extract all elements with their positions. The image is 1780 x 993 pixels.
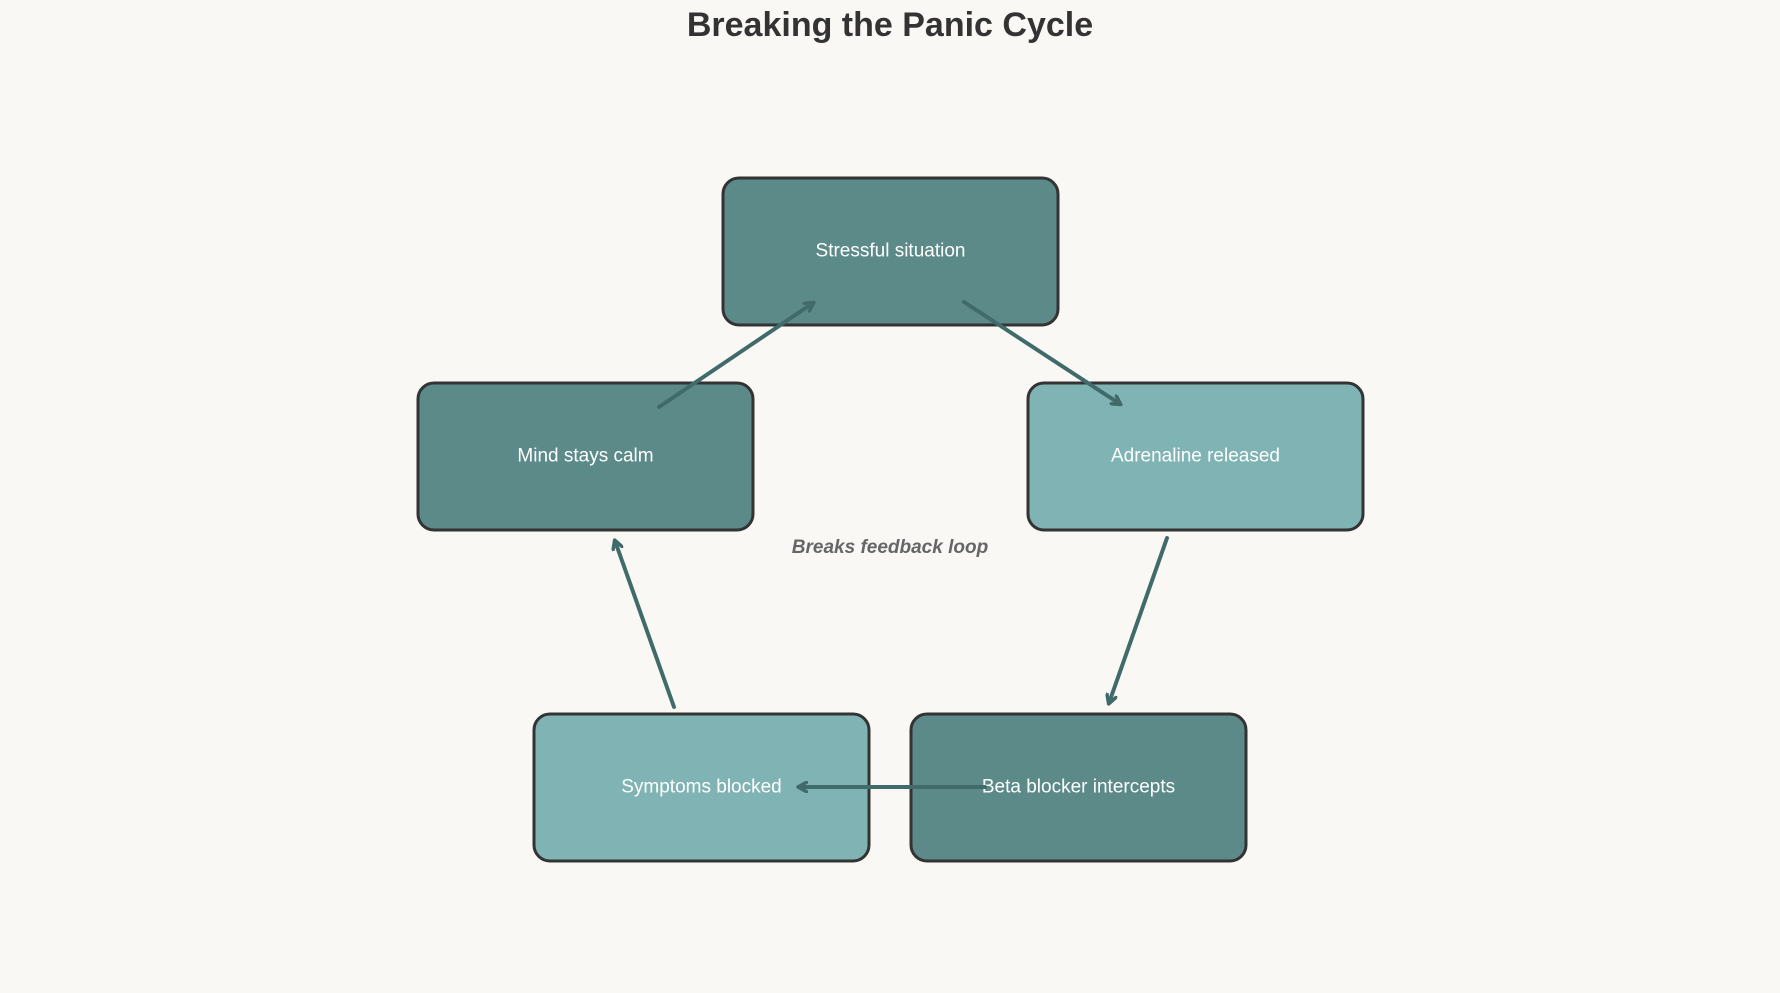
node-box [1026,381,1365,532]
node-label: Mind stays calm [517,446,653,467]
arrow-stressful-to-adrenaline [962,300,1120,404]
arrow-symptoms-to-mind [615,541,676,709]
node-symptoms-blocked: Symptoms blocked [532,712,871,863]
node-label: Symptoms blocked [621,777,782,798]
node-adrenaline-released: Adrenaline released [1026,381,1365,532]
node-label: Stressful situation [816,241,966,262]
arrow-adrenaline-to-beta-blocker [1109,536,1169,703]
node-box [416,381,755,532]
node-label: Beta blocker intercepts [982,777,1175,798]
node-mind-stays-calm: Mind stays calm [416,381,755,532]
page-title: Breaking the Panic Cycle [686,6,1094,44]
node-box [721,176,1060,327]
node-beta-blocker-intercepts: Beta blocker intercepts [909,712,1248,863]
node-stressful-situation: Stressful situation [721,176,1060,327]
node-label: Adrenaline released [1111,446,1280,467]
center-annotation: Breaks feedback loop [792,537,988,558]
arrow-mind-to-stressful [657,303,813,409]
